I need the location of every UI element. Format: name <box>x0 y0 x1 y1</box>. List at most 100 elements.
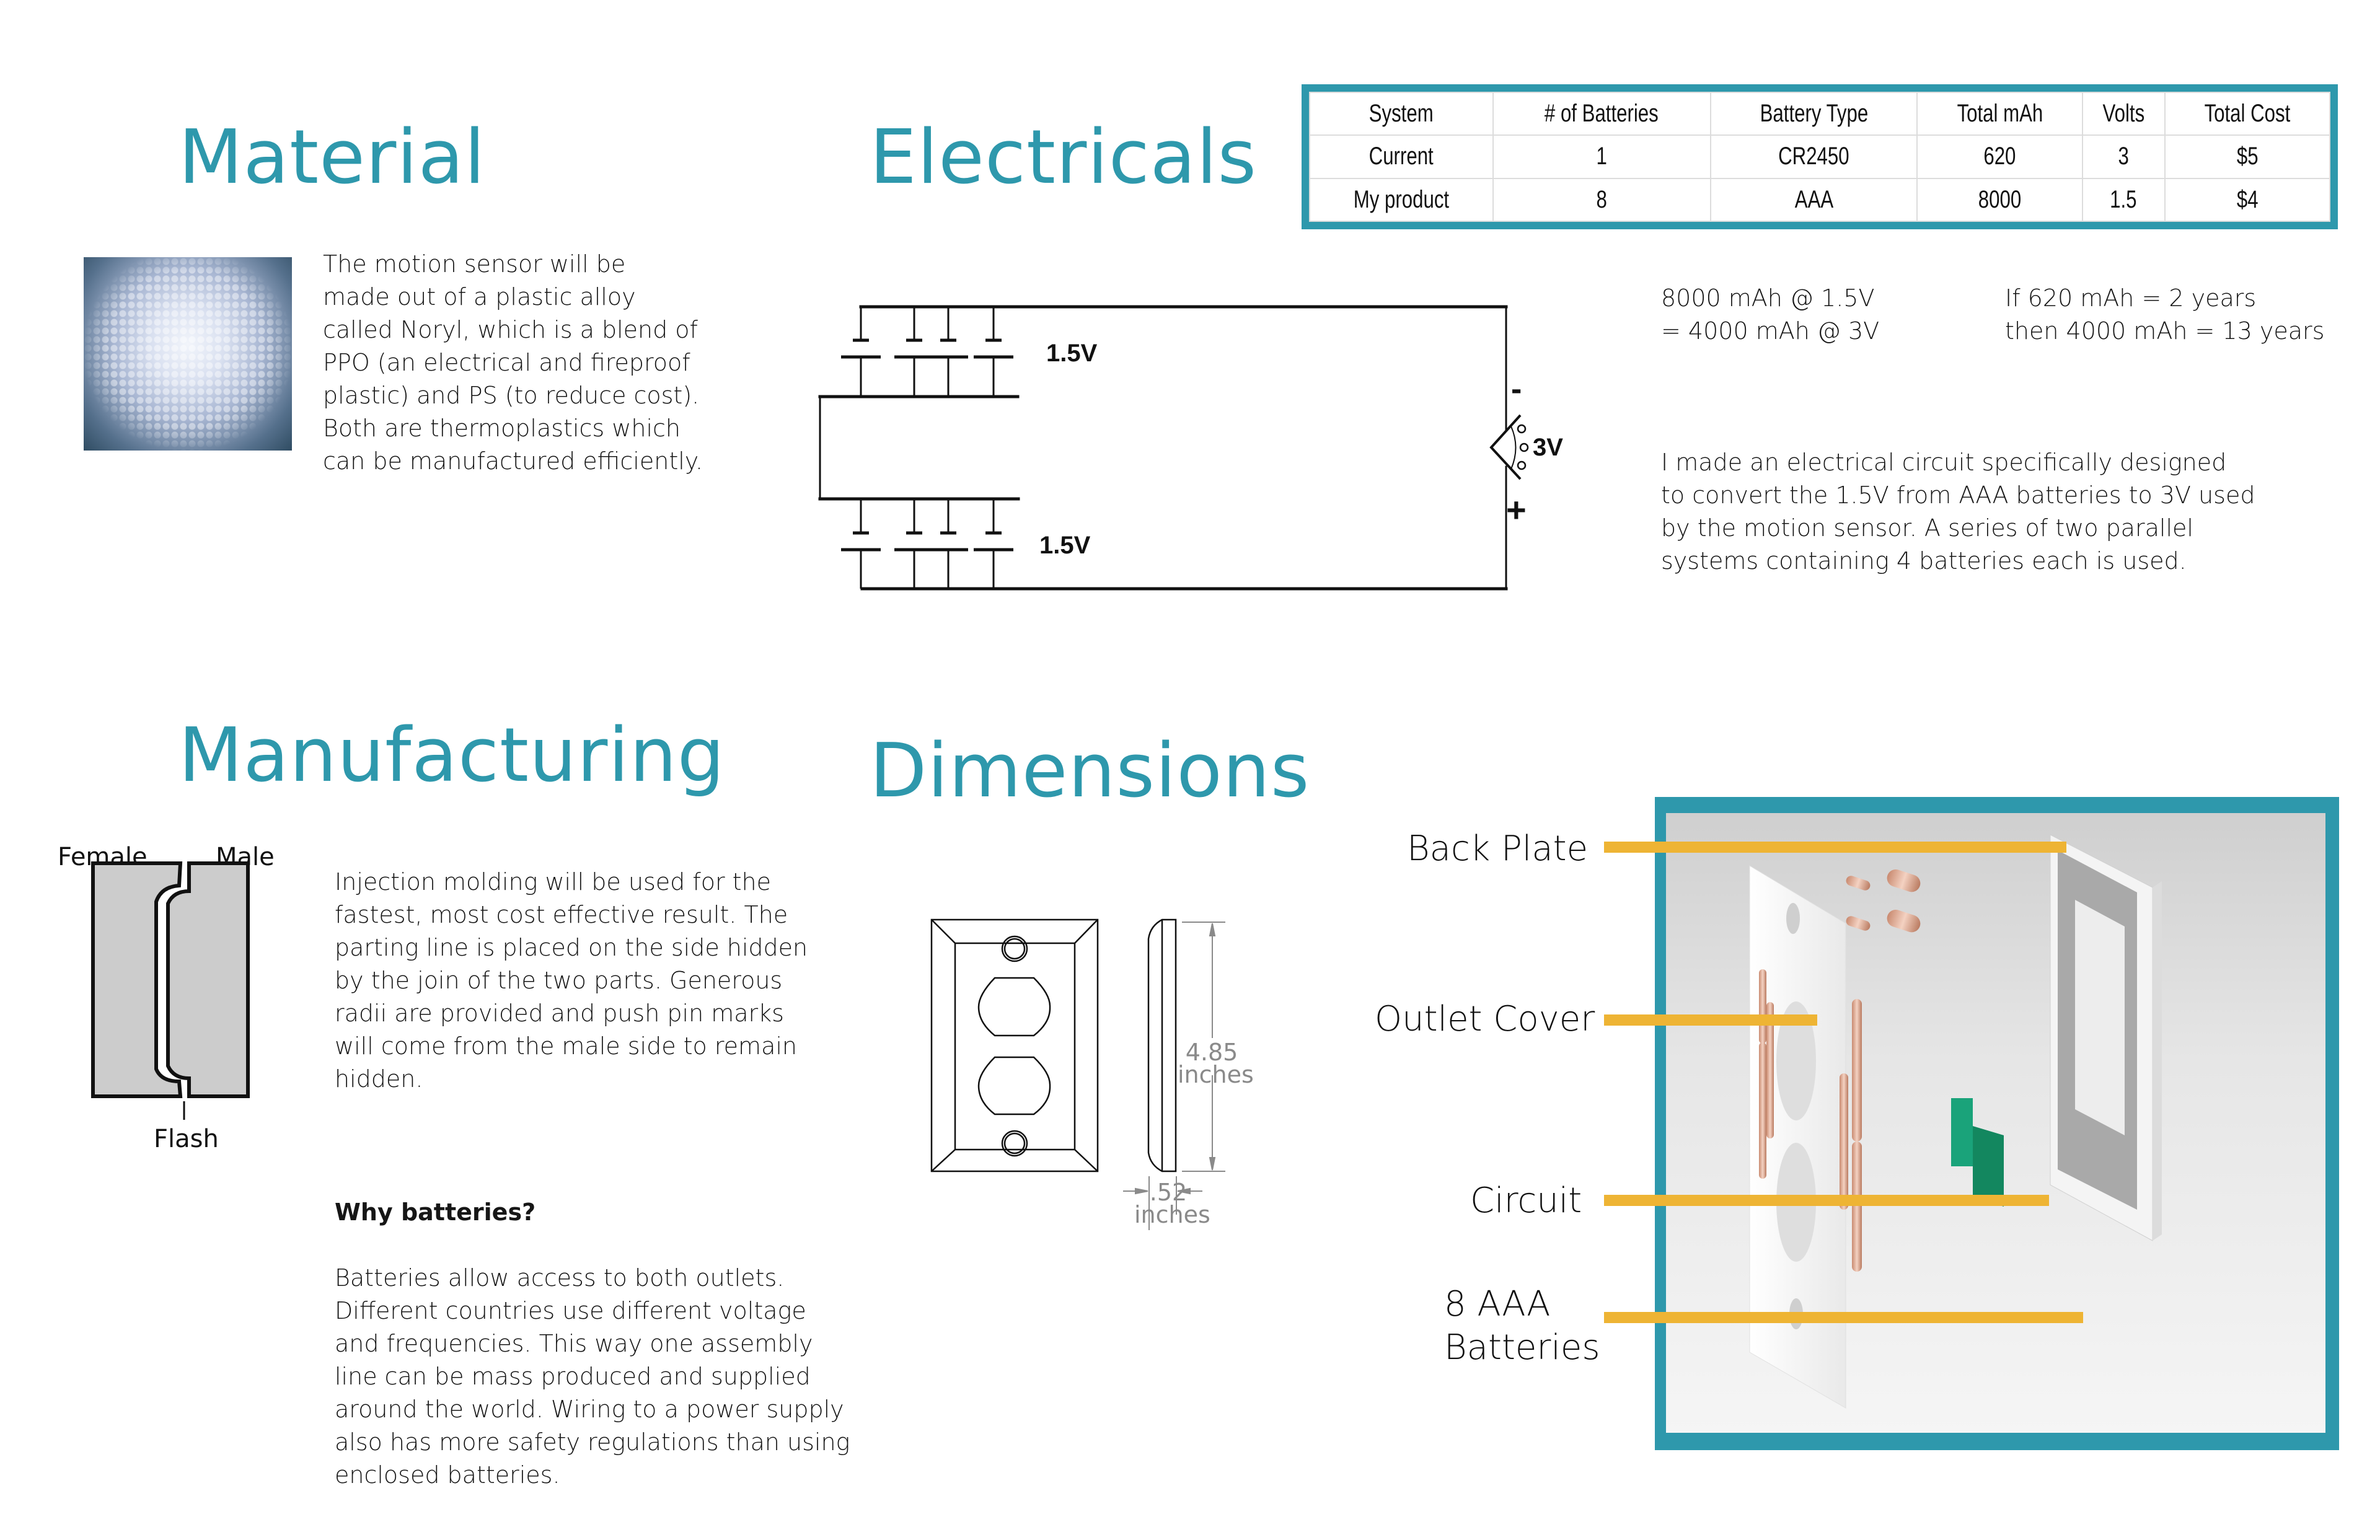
battery <box>1759 969 1766 1044</box>
text-line: If 620 mAh = 2 years <box>2005 284 2257 312</box>
text-line: and frequencies. This way one assembly <box>335 1330 813 1357</box>
exploded-assembly-svg <box>1749 834 2162 1409</box>
arrow-right-icon <box>1135 1187 1148 1195</box>
outlet-cover-technical-drawing: 4.85 inches .52 inches <box>923 911 1370 1370</box>
table-cell: AAA <box>1709 177 1918 222</box>
callout-bar-outlet-cover <box>1604 1014 1817 1026</box>
column-header: System <box>1309 91 1494 136</box>
battery <box>1887 909 1921 933</box>
battery <box>1766 1002 1774 1138</box>
text-line: Both are thermoplastics which <box>323 415 681 442</box>
text-line: line can be mass produced and supplied <box>335 1363 811 1390</box>
height-dimension-value: 4.85 inches <box>1178 1039 1254 1088</box>
table-cell: 8 <box>1492 177 1711 222</box>
callout-bar-circuit <box>1604 1195 2049 1206</box>
manufacturing-description: Injection molding will be used for the f… <box>335 866 892 1096</box>
why-batteries-heading: Why batteries? <box>335 1199 536 1226</box>
mold-svg <box>91 861 250 1120</box>
callout-label-back-plate: Back Plate <box>1407 829 1589 869</box>
material-heading: Material <box>178 115 486 201</box>
injection-mold-diagram: Female Male Flash <box>37 830 285 1388</box>
battery-cell-symbol <box>928 307 968 397</box>
table-header-row: System # of Batteries Battery Type Total… <box>1309 91 2331 136</box>
arrow-down-icon <box>1209 1157 1216 1171</box>
battery <box>1852 999 1862 1142</box>
table-cell: 8000 <box>1916 177 2083 222</box>
manufacturing-heading: Manufacturing <box>178 713 725 799</box>
column-header: Battery Type <box>1709 91 1918 136</box>
text-line: enclosed batteries. <box>335 1461 560 1489</box>
label-line: Batteries <box>1444 1327 1600 1368</box>
depth-unit: inches <box>1134 1201 1210 1228</box>
bottom-battery-bank <box>841 499 1013 589</box>
arrow-left-icon <box>1177 1187 1191 1195</box>
battery-life-calculation: If 620 mAh = 2 years then 4000 mAh = 13 … <box>2005 282 2377 348</box>
arrow-up-icon <box>1209 923 1216 936</box>
battery <box>1852 1142 1862 1272</box>
text-line: I made an electrical circuit specificall… <box>1661 449 2227 476</box>
text-line: around the world. Wiring to a power supp… <box>335 1396 844 1423</box>
circuit-description: I made an electrical circuit specificall… <box>1661 446 2343 578</box>
noryl-pellets-photo <box>84 257 292 451</box>
callout-bar-back-plate <box>1604 842 2066 853</box>
bottom-bank-voltage: 1.5V <box>1039 532 1091 559</box>
height-unit: inches <box>1178 1061 1254 1088</box>
table-cell: My product <box>1309 177 1494 222</box>
battery <box>1840 1073 1848 1210</box>
flash-label: Flash <box>154 1125 219 1153</box>
table-cell: CR2450 <box>1709 134 1918 179</box>
text-line: called Noryl, which is a blend of <box>323 316 698 343</box>
battery-cell-symbol <box>894 307 934 397</box>
text-line: plastic) and PS (to reduce cost). <box>323 382 700 409</box>
text-line: = 4000 mAh @ 3V <box>1661 317 1880 345</box>
table-row: Current 1 CR2450 620 3 $5 <box>1309 134 2331 179</box>
bottom-screw-hole <box>1001 1130 1028 1157</box>
text-line: made out of a plastic alloy <box>323 283 636 310</box>
front-view-inner-face <box>954 942 1076 1151</box>
top-screw-hole <box>1001 935 1028 962</box>
table-cell: 1.5 <box>2081 177 2166 222</box>
text-line: Different countries use different voltag… <box>335 1297 806 1324</box>
callout-label-outlet-cover: Outlet Cover <box>1375 999 1595 1039</box>
voltage-calculation: 8000 mAh @ 1.5V = 4000 mAh @ 3V <box>1661 282 2008 348</box>
depth-value: .52 <box>1149 1179 1188 1206</box>
text-line: radii are provided and push pin marks <box>335 1000 784 1027</box>
battery-circuit-diagram: 1.5V 1.5V 3V - + <box>818 285 1624 620</box>
battery-cell-symbol <box>841 499 881 589</box>
depth-dimension-value: .52 inches <box>1134 1179 1210 1228</box>
column-header: # of Batteries <box>1492 91 1711 136</box>
table-cell: 1 <box>1492 134 1711 179</box>
text-line: will come from the male side to remain <box>335 1032 797 1060</box>
text-line: hidden. <box>335 1065 423 1093</box>
electricals-heading: Electricals <box>870 115 1258 201</box>
circuit-svg <box>818 305 1529 591</box>
female-mold-half <box>91 861 183 1098</box>
text-line: Injection molding will be used for the <box>335 868 772 895</box>
sensor-voltage: 3V <box>1533 434 1563 461</box>
text-line: parting line is placed on the side hidde… <box>335 934 808 961</box>
label-line: 8 AAA <box>1444 1284 1551 1324</box>
upper-outlet-opening <box>977 977 1051 1037</box>
height-value: 4.85 <box>1185 1039 1238 1066</box>
text-line: by the join of the two parts. Generous <box>335 967 783 994</box>
render-image <box>1666 813 2325 1433</box>
positive-terminal: + <box>1506 490 1527 529</box>
column-header: Total Cost <box>2164 91 2331 136</box>
dimension-svg <box>930 918 1225 1230</box>
text-line: The motion sensor will be <box>323 250 626 278</box>
battery-cell-symbol <box>928 499 968 589</box>
why-batteries-description: Batteries allow access to both outlets. … <box>335 1262 905 1492</box>
text-line: fastest, most cost effective result. The <box>335 901 788 928</box>
back-plate-model <box>2050 834 2162 1241</box>
text-line: Batteries allow access to both outlets. <box>335 1264 785 1291</box>
table-row: My product 8 AAA 8000 1.5 $4 <box>1309 177 2331 222</box>
battery-cell-symbol <box>894 499 934 589</box>
motion-sensor-symbol <box>1489 414 1529 480</box>
text-line: 8000 mAh @ 1.5V <box>1661 284 1875 312</box>
text-line: by the motion sensor. A series of two pa… <box>1661 514 2193 542</box>
front-view-outline <box>930 918 1099 1173</box>
battery-models <box>1759 869 1921 1272</box>
exploded-view-render <box>1655 797 2339 1450</box>
table-cell: Current <box>1309 134 1494 179</box>
table-cell: 3 <box>2081 134 2166 179</box>
